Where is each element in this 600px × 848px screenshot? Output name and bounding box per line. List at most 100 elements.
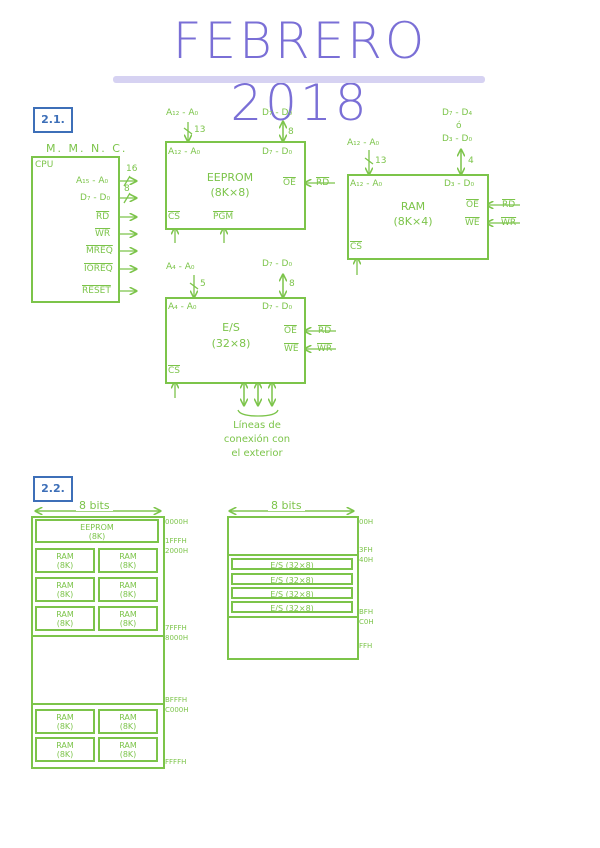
memmap-ram-name: RAM: [56, 581, 74, 590]
iomap-addr: BFH: [359, 608, 374, 616]
ram-size: (8K×4): [393, 215, 433, 228]
memmap-ram-cell: RAM(8K): [98, 577, 158, 602]
iomap-addr: 40H: [359, 556, 374, 564]
eeprom-top-address: A₁₂ - A₀: [166, 108, 199, 118]
io-addr-width: 5: [200, 279, 206, 289]
io-external-lines-1: Líneas de: [233, 420, 281, 431]
cpu-pin-address: A₁₅ - A₀: [76, 176, 109, 186]
memmap-ram-size: (8K): [119, 750, 137, 759]
memmap-ram-size: (8K): [56, 619, 74, 628]
memmap-addr: 8000H: [165, 634, 189, 642]
memmap-eeprom-size: (8K): [88, 532, 106, 541]
cpu-bus-width-16: 16: [126, 164, 138, 174]
eeprom-pin-address: A₁₂ - A₀: [168, 147, 201, 157]
ram-pin-we: WE: [465, 218, 480, 228]
memmap-width-label: 8 bits: [76, 500, 113, 511]
eeprom-pin-pgm: PGM: [213, 212, 234, 222]
io-pin-we: WE: [284, 344, 299, 354]
iomap-cell: E/S (32×8): [231, 558, 353, 570]
cpu-bus-width-8: 8: [124, 184, 130, 194]
cpu-block: [31, 156, 120, 303]
page-title: FEBRERO 2018: [172, 12, 428, 132]
memmap-ram-size: (8K): [56, 722, 74, 731]
cpu-heading: M. M. N. C.: [46, 142, 128, 155]
cpu-pin-mreq: MREQ: [86, 246, 113, 256]
memmap-ram-cell: RAM(8K): [98, 548, 158, 573]
memmap-ram-name: RAM: [56, 610, 74, 619]
memmap-addr: 1FFFH: [165, 537, 187, 545]
memmap-ram-cell: RAM(8K): [35, 548, 95, 573]
ram-name: RAM: [400, 200, 426, 213]
io-external-lines-3: el exterior: [231, 448, 283, 459]
eeprom-name: EEPROM: [206, 171, 254, 184]
memmap-ram-size: (8K): [56, 750, 74, 759]
ram-block: [347, 174, 489, 260]
ram-addr-width: 13: [375, 156, 387, 166]
ram-rd-signal: RD: [502, 200, 516, 210]
memmap-ram-cell: RAM(8K): [35, 737, 95, 762]
io-data-width: 8: [289, 279, 295, 289]
memmap-ram-name: RAM: [119, 610, 137, 619]
iomap-addr: 3FH: [359, 546, 373, 554]
ram-pin-address: A₁₂ - A₀: [350, 179, 383, 189]
memmap-addr: 7FFFH: [165, 624, 187, 632]
io-wr-signal: WR: [317, 344, 333, 354]
memmap-ram-cell: RAM(8K): [35, 577, 95, 602]
memmap-eeprom-name: EEPROM: [80, 523, 114, 532]
eeprom-rd-signal: RD: [316, 178, 330, 188]
eeprom-data-width: 8: [288, 127, 294, 137]
eeprom-pin-oe: OE: [283, 178, 296, 188]
title-underline: [113, 76, 485, 83]
eeprom-block: [165, 141, 306, 230]
iomap-addr: 00H: [359, 518, 374, 526]
iomap-cell: E/S (32×8): [231, 601, 353, 613]
memmap-ram-name: RAM: [119, 581, 137, 590]
iomap-addr: C0H: [359, 618, 374, 626]
io-top-data: D₇ - D₀: [262, 259, 293, 269]
cpu-pin-data: D₇ - D₀: [80, 193, 111, 203]
memmap-divider: [31, 703, 165, 705]
section-badge-2-2: 2.2.: [33, 476, 73, 502]
iomap-addr: FFH: [359, 642, 373, 650]
memmap-ram-size: (8K): [56, 590, 74, 599]
io-pin-cs: CS: [168, 366, 180, 376]
memmap-ram-size: (8K): [56, 561, 74, 570]
memmap-ram-name: RAM: [56, 552, 74, 561]
memmap-ram-name: RAM: [119, 741, 137, 750]
memmap-addr: BFFFH: [165, 696, 188, 704]
io-pin-address: A₄ - A₀: [168, 302, 197, 312]
io-external-lines-2: conexión con: [223, 434, 291, 445]
ram-top-data-or: ó: [456, 121, 462, 131]
memmap-ram-name: RAM: [56, 713, 74, 722]
io-rd-signal: RD: [318, 326, 332, 336]
ram-top-data-low: D₃ - D₀: [442, 134, 473, 144]
io-top-address: A₄ - A₀: [166, 262, 195, 272]
memmap-ram-name: RAM: [119, 552, 137, 561]
io-size: (32×8): [211, 337, 251, 350]
iomap-divider: [227, 554, 359, 556]
memmap-ram-cell: RAM(8K): [98, 606, 158, 631]
io-pin-oe: OE: [284, 326, 297, 336]
ram-pin-cs: CS: [350, 242, 362, 252]
cpu-pin-reset: RESET: [82, 286, 111, 296]
memmap-ram-cell: RAM(8K): [35, 709, 95, 734]
cpu-name: CPU: [35, 160, 54, 170]
ram-top-data-high: D₇ - D₄: [442, 108, 473, 118]
memmap-ram-cell: RAM(8K): [35, 606, 95, 631]
eeprom-pin-cs: CS: [168, 212, 180, 222]
eeprom-top-data: D₇ - D₀: [262, 108, 293, 118]
memmap-eeprom-cell: EEPROM (8K): [35, 519, 159, 543]
memmap-ram-cell: RAM(8K): [98, 709, 158, 734]
memmap-ram-size: (8K): [119, 590, 137, 599]
io-block: [165, 297, 306, 384]
ram-top-address: A₁₂ - A₀: [347, 138, 380, 148]
cpu-pin-rd: RD: [96, 212, 110, 222]
eeprom-size: (8K×8): [210, 186, 250, 199]
eeprom-addr-width: 13: [194, 125, 206, 135]
iomap-cell: E/S (32×8): [231, 573, 353, 585]
memmap-addr: 0000H: [165, 518, 189, 526]
ram-pin-oe: OE: [466, 200, 479, 210]
memmap-ram-name: RAM: [56, 741, 74, 750]
cpu-pin-wr: WR: [95, 229, 111, 239]
memmap-ram-size: (8K): [119, 619, 137, 628]
